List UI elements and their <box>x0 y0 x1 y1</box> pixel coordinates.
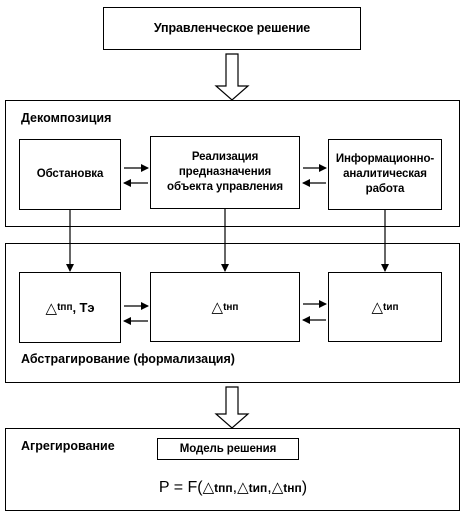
abstraction-title: Абстрагирование (формализация) <box>21 352 235 366</box>
formula-sep: , <box>267 479 272 496</box>
delta-icon: △ <box>271 478 284 496</box>
formula-sub-tnp: tнп <box>283 481 302 495</box>
tpp-sub: tпп <box>57 302 73 313</box>
decision-model-box: Модель решения <box>157 438 299 460</box>
tnp-box: △ tнп <box>150 272 300 342</box>
aggregation-formula: P = F(△tпп,△tип,△tнп) <box>0 478 466 497</box>
delta-icon: △ <box>211 298 224 316</box>
tnp-sub: tнп <box>223 301 239 313</box>
formula-sub-tip: tип <box>248 481 268 495</box>
delta-icon: △ <box>202 478 215 496</box>
tpp-box: △ tпп , Tэ <box>19 272 121 343</box>
formula-sub-tpp: tпп <box>214 481 233 495</box>
formula-prefix: P = F( <box>158 479 203 496</box>
decision-model-label: Модель решения <box>179 442 277 455</box>
top-box-label: Управленческое решение <box>153 21 311 35</box>
decomposition-title: Декомпозиция <box>21 111 112 125</box>
tip-sub: tип <box>383 301 399 313</box>
purpose-line-3: объекта управления <box>167 181 283 193</box>
info-line-3: работа <box>365 183 405 195</box>
block-arrow-down-icon <box>214 386 250 429</box>
info-line-2: аналитическая <box>343 168 427 180</box>
delta-icon: △ <box>237 478 249 496</box>
purpose-line-2: предназначения <box>178 166 272 178</box>
situation-box: Обстановка <box>19 139 121 210</box>
formula-suffix: ) <box>301 479 308 496</box>
tip-box: △ tип <box>328 272 442 342</box>
info-line-1: Информационно- <box>335 153 435 165</box>
formula-sep: , <box>232 479 238 496</box>
purpose-realization-box: Реализация предназначения объекта управл… <box>150 136 300 209</box>
delta-icon: △ <box>371 298 383 316</box>
te-label: , Tэ <box>72 300 95 315</box>
situation-label: Обстановка <box>36 168 104 180</box>
purpose-line-1: Реализация <box>191 151 259 163</box>
delta-icon: △ <box>45 298 58 317</box>
block-arrow-down-icon <box>214 53 250 101</box>
top-box-management-decision: Управленческое решение <box>103 7 361 50</box>
info-analytic-box: Информационно- аналитическая работа <box>328 139 442 210</box>
aggregation-title: Агрегирование <box>21 439 115 453</box>
